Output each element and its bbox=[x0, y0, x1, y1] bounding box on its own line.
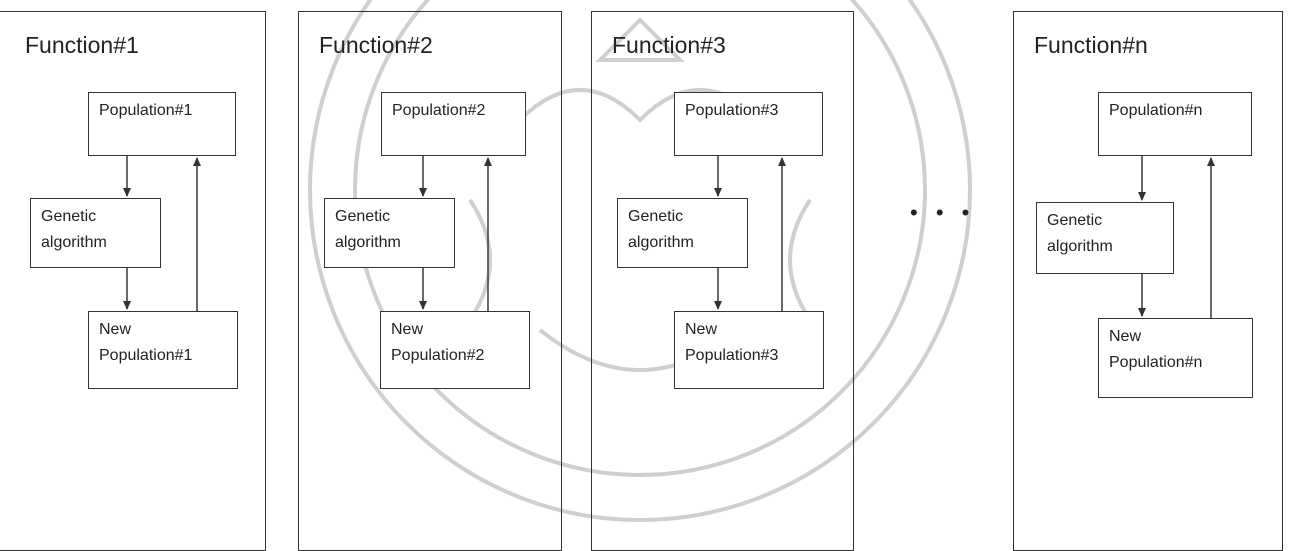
ga-label-line1: Genetic bbox=[335, 208, 391, 225]
ga-label-line2: algorithm bbox=[1047, 238, 1113, 255]
population-label: Population#2 bbox=[392, 102, 486, 119]
population-label: Population#1 bbox=[99, 102, 193, 119]
ga-label-line1: Genetic bbox=[1047, 212, 1103, 229]
population-label: Population#3 bbox=[685, 102, 779, 119]
population-box: Population#3 bbox=[674, 92, 823, 156]
ga-label-line2: algorithm bbox=[628, 234, 694, 251]
new-population-line1: New bbox=[1109, 328, 1142, 345]
ga-label-line2: algorithm bbox=[335, 234, 401, 251]
new-population-line1: New bbox=[391, 321, 424, 338]
ga-label-line1: Genetic bbox=[628, 208, 684, 225]
new-population-line1: New bbox=[685, 321, 718, 338]
new-population-line1: New bbox=[99, 321, 132, 338]
panel-title: Function#n bbox=[1034, 32, 1148, 58]
genetic-algorithm-box: Genetic algorithm bbox=[324, 198, 455, 268]
population-label: Population#n bbox=[1109, 102, 1203, 119]
panel-title: Function#3 bbox=[612, 32, 726, 58]
new-population-line2: Population#3 bbox=[685, 347, 779, 364]
panel-title: Function#1 bbox=[25, 32, 139, 58]
genetic-algorithm-box: Genetic algorithm bbox=[617, 198, 748, 268]
genetic-algorithm-box: Genetic algorithm bbox=[30, 198, 161, 268]
new-population-box: New Population#n bbox=[1098, 318, 1253, 398]
population-box: Population#2 bbox=[381, 92, 526, 156]
new-population-box: New Population#2 bbox=[380, 311, 530, 389]
ellipsis-dots: • • • bbox=[910, 200, 976, 225]
ga-label-line1: Genetic bbox=[41, 208, 97, 225]
ga-label-line2: algorithm bbox=[41, 234, 107, 251]
new-population-box: New Population#3 bbox=[674, 311, 824, 389]
function-panel-2: Function#2 bbox=[298, 11, 562, 551]
new-population-box: New Population#1 bbox=[88, 311, 238, 389]
population-box: Population#n bbox=[1098, 92, 1252, 156]
genetic-algorithm-box: Genetic algorithm bbox=[1036, 202, 1174, 274]
population-box: Population#1 bbox=[88, 92, 236, 156]
new-population-line2: Population#2 bbox=[391, 347, 485, 364]
panel-title: Function#2 bbox=[319, 32, 433, 58]
new-population-line2: Population#n bbox=[1109, 354, 1203, 371]
new-population-line2: Population#1 bbox=[99, 347, 193, 364]
